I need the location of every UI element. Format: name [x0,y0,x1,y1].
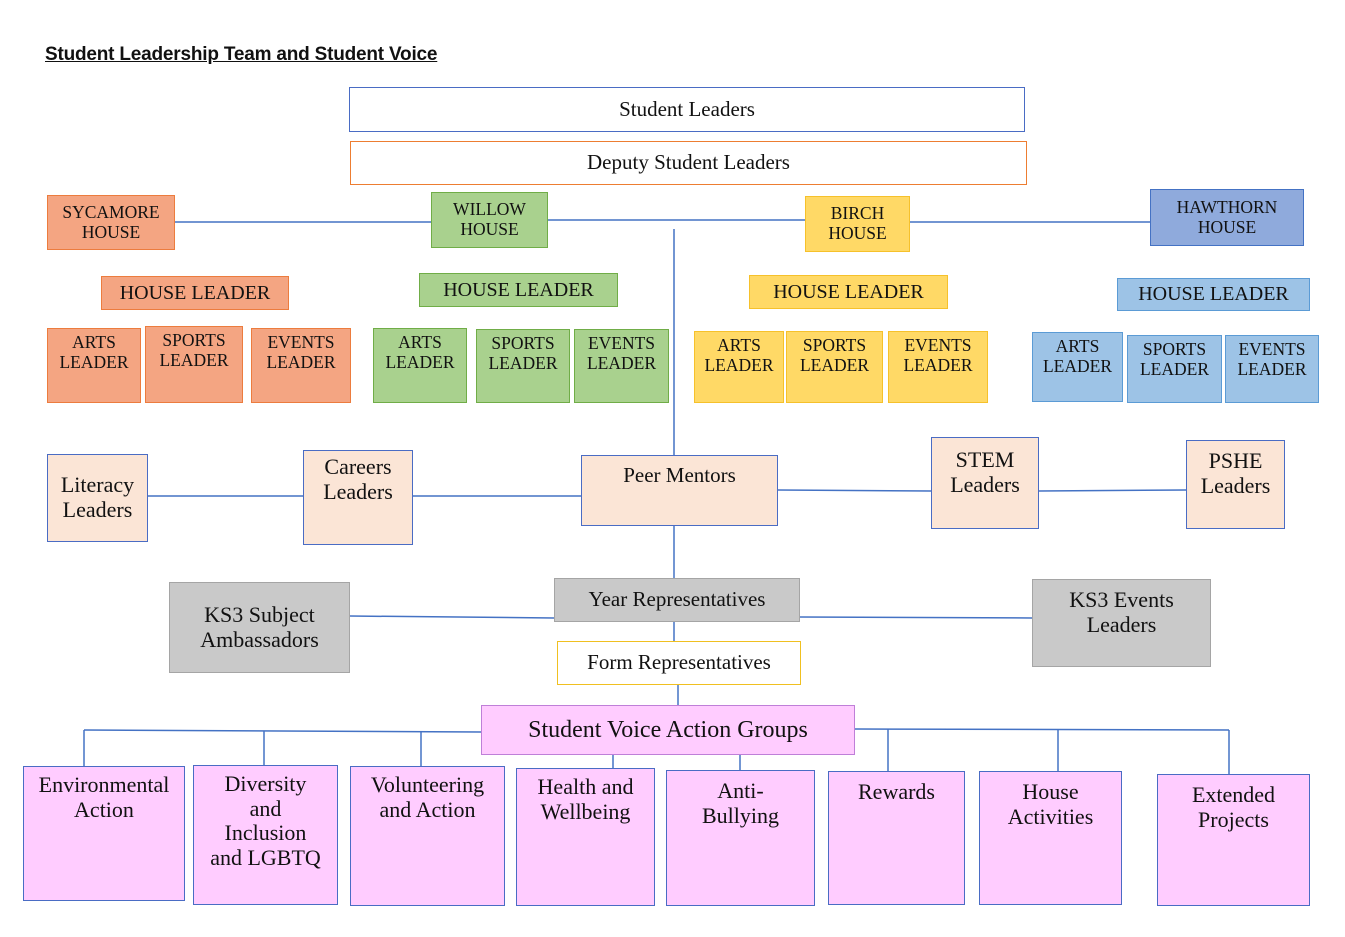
birch-events-leader: EVENTS LEADER [888,331,988,403]
sycamore-house: SYCAMORE HOUSE [47,195,175,250]
ks3-subject-ambassadors: KS3 Subject Ambassadors [169,582,350,673]
pshe-leaders: PSHE Leaders [1186,440,1285,529]
willow-house: WILLOW HOUSE [431,192,548,248]
ks3-events-leaders: KS3 Events Leaders [1032,579,1211,667]
deputy-student-leaders-box: Deputy Student Leaders [350,141,1027,185]
willow-house-leader: HOUSE LEADER [419,273,618,307]
student-leaders-box: Student Leaders [349,87,1025,132]
group-volunteering-action: Volunteering and Action [350,766,505,906]
group-rewards: Rewards [828,771,965,905]
birch-arts-leader: ARTS LEADER [694,331,784,403]
group-health-wellbeing: Health and Wellbeing [516,768,655,906]
group-extended-projects: Extended Projects [1157,774,1310,906]
hawthorn-arts-leader: ARTS LEADER [1032,332,1123,402]
willow-arts-leader: ARTS LEADER [373,328,467,403]
willow-events-leader: EVENTS LEADER [574,329,669,403]
form-representatives: Form Representatives [557,641,801,685]
group-anti-bullying: Anti- Bullying [666,770,815,906]
year-representatives: Year Representatives [554,578,800,622]
sycamore-events-leader: EVENTS LEADER [251,328,351,403]
hawthorn-house-leader: HOUSE LEADER [1117,278,1310,311]
group-environmental-action: Environmental Action [23,766,185,901]
careers-leaders: Careers Leaders [303,450,413,545]
sycamore-arts-leader: ARTS LEADER [47,328,141,403]
hawthorn-house: HAWTHORN HOUSE [1150,189,1304,246]
group-diversity-inclusion: Diversity and Inclusion and LGBTQ [193,765,338,905]
sycamore-house-leader: HOUSE LEADER [101,276,289,310]
stem-leaders: STEM Leaders [931,437,1039,529]
birch-house-leader: HOUSE LEADER [749,275,948,309]
birch-sports-leader: SPORTS LEADER [786,331,883,403]
literacy-leaders: Literacy Leaders [47,454,148,542]
hawthorn-events-leader: EVENTS LEADER [1225,335,1319,403]
birch-house: BIRCH HOUSE [805,196,910,252]
student-voice-action-groups: Student Voice Action Groups [481,705,855,755]
willow-sports-leader: SPORTS LEADER [476,329,570,403]
sycamore-sports-leader: SPORTS LEADER [145,326,243,403]
hawthorn-sports-leader: SPORTS LEADER [1127,335,1222,403]
peer-mentors: Peer Mentors [581,455,778,526]
group-house-activities: House Activities [979,771,1122,905]
page-title: Student Leadership Team and Student Voic… [45,44,438,65]
